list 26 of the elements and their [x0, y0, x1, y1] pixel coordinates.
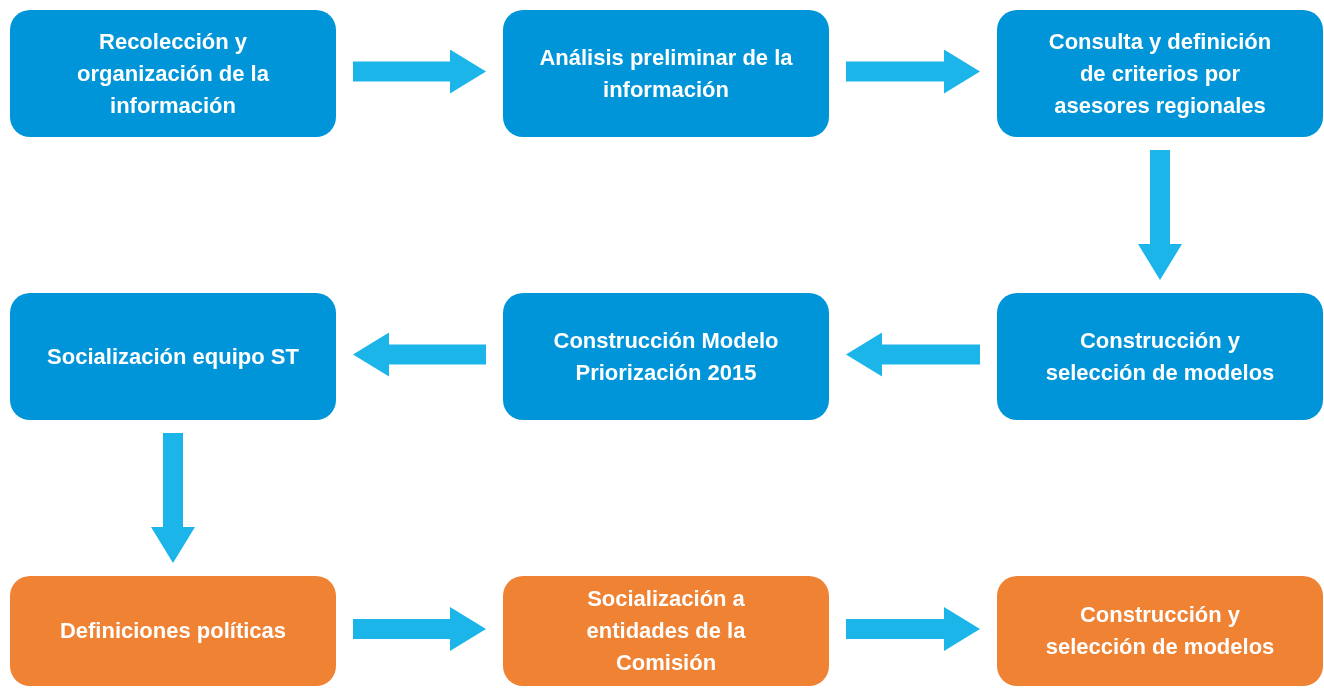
arrow [846, 49, 980, 94]
process-box [997, 576, 1323, 686]
box-label: Socialización equipo ST [47, 342, 299, 371]
process-box [503, 293, 829, 420]
box-label: Definiciones políticas [59, 617, 287, 645]
box-label: Análisis preliminar de la información [539, 43, 793, 104]
arrow [846, 607, 980, 651]
box-label: Consulta y definición de criterios por asesores regionales [1047, 27, 1273, 120]
box-label: Construcción y selección de modelos [1044, 601, 1276, 661]
arrow [353, 49, 486, 94]
process-box [10, 293, 336, 420]
box-label: Construcción Modelo Priorización 2015 [552, 326, 780, 387]
process-box [503, 10, 829, 137]
box-label: Construcción y selección de modelos [1044, 326, 1276, 387]
process-box [997, 10, 1323, 137]
process-box [10, 10, 336, 137]
arrow [151, 433, 195, 563]
box-label: Recolección y organización de la información [76, 27, 270, 120]
process-box [503, 576, 829, 686]
process-box [997, 293, 1323, 420]
arrow [353, 607, 486, 651]
arrow [1138, 150, 1182, 280]
process-box [10, 576, 336, 686]
box-label: Socialización a entidades de la Comisión [585, 585, 747, 677]
arrow [353, 332, 486, 377]
arrow [846, 332, 980, 377]
